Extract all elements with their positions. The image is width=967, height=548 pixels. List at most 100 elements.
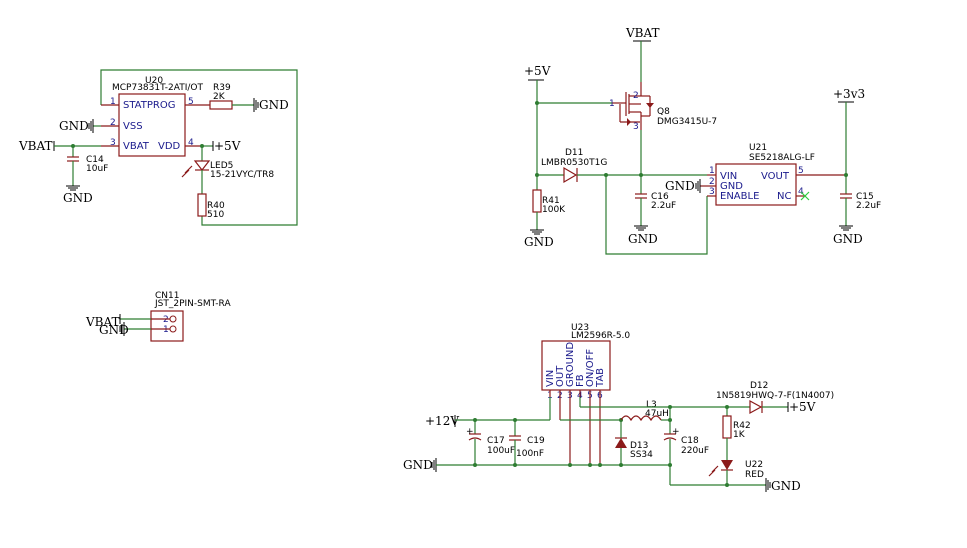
u20-n1: 1 bbox=[110, 97, 116, 107]
r39-ref: R39 bbox=[213, 83, 231, 93]
u23-pin-label: TAB bbox=[595, 368, 606, 388]
r42-ref: R42 bbox=[733, 421, 751, 431]
c17-val: 100uF bbox=[487, 446, 515, 456]
r41-body[interactable] bbox=[532, 189, 542, 213]
u20-n2: 2 bbox=[110, 118, 116, 128]
q8-n2: 2 bbox=[633, 91, 639, 101]
d13-ref: D13 bbox=[630, 441, 648, 451]
q8-part: DMG3415U-7 bbox=[657, 117, 717, 127]
u23-pin-label: OUT bbox=[555, 365, 566, 387]
u23-pin-label: VIN bbox=[545, 370, 556, 387]
c14-val: 10uF bbox=[86, 164, 108, 174]
u21-pin-vin: VIN bbox=[720, 171, 737, 182]
c19-ref: C19 bbox=[527, 436, 545, 446]
r40-ref: R40 bbox=[207, 201, 225, 211]
gnd-label-connector: GND bbox=[99, 323, 129, 337]
u23-pin-label: GROUND bbox=[565, 342, 576, 387]
u23-part: LM2596R-5.0 bbox=[571, 331, 630, 341]
p5v-label-3v3: +5V bbox=[524, 64, 551, 78]
gnd-label-c15: GND bbox=[833, 232, 863, 246]
u21-ref: U21 bbox=[749, 143, 767, 153]
cn11-ref: CN11 bbox=[155, 291, 179, 301]
p5v-label-charger: +5V bbox=[214, 139, 241, 153]
u20-pin-vdd: VDD bbox=[158, 141, 181, 152]
connector-section: CN11 JST_2PIN-SMT-RA 2 1 VBAT GND bbox=[85, 291, 231, 342]
c15-val: 2.2uF bbox=[856, 201, 881, 211]
u20-n5: 5 bbox=[188, 97, 194, 107]
cn11-part: JST_2PIN-SMT-RA bbox=[154, 299, 231, 309]
u21-n5: 5 bbox=[798, 166, 804, 176]
c16-val: 2.2uF bbox=[651, 201, 676, 211]
u23-ref: U23 bbox=[571, 323, 589, 333]
r41-ref: R41 bbox=[542, 196, 560, 206]
l3-ref: L3 bbox=[646, 400, 657, 410]
u20-pin-vbat: VBAT bbox=[123, 141, 150, 152]
d11-body[interactable] bbox=[563, 166, 578, 184]
r42-val: 1K bbox=[733, 430, 746, 440]
r42-body[interactable] bbox=[722, 415, 732, 439]
d12-ref: D12 bbox=[750, 381, 768, 391]
r39-body[interactable] bbox=[209, 100, 233, 110]
q8-n3: 3 bbox=[633, 122, 639, 132]
u21-body[interactable] bbox=[715, 163, 797, 206]
cn11-n2: 2 bbox=[163, 315, 169, 325]
r40-body[interactable] bbox=[197, 193, 207, 217]
u21-n3: 3 bbox=[709, 187, 715, 197]
d13-body[interactable] bbox=[615, 438, 627, 448]
d13-val: SS34 bbox=[630, 450, 653, 460]
l3-val: 47uH bbox=[645, 409, 669, 419]
c16-ref: C16 bbox=[651, 192, 669, 202]
u21-pin-vout: VOUT bbox=[761, 171, 790, 182]
vbat-label-q8: VBAT bbox=[625, 26, 660, 40]
u23-pin-label: ON/OFF bbox=[585, 349, 596, 387]
u21-pin-nc: NC bbox=[777, 191, 791, 202]
u22-val: RED bbox=[745, 470, 764, 480]
gnd-label-u21: GND bbox=[665, 179, 695, 193]
p3v3-label: +3v3 bbox=[833, 87, 865, 101]
c15-ref: C15 bbox=[856, 192, 874, 202]
u22-led-body[interactable] bbox=[721, 460, 733, 470]
led5-val: 15-21VYC/TR8 bbox=[210, 170, 274, 180]
gnd-label-c16: GND bbox=[628, 232, 658, 246]
u23-pin-label: FB bbox=[575, 374, 586, 387]
u20-body[interactable] bbox=[118, 93, 186, 157]
p12v-label: +12V bbox=[425, 414, 459, 428]
u23-body[interactable] bbox=[541, 340, 611, 391]
cn11-n1: 1 bbox=[163, 325, 169, 335]
gnd-label-r39: GND bbox=[259, 98, 289, 112]
d11-ref: D11 bbox=[565, 148, 583, 158]
r40-val: 510 bbox=[207, 210, 224, 220]
c17-plus: + bbox=[466, 427, 474, 437]
gnd-label-c14: GND bbox=[63, 191, 93, 205]
charger-section: U20 MCP73831T-2ATI/OT STATPROG VSS VBAT … bbox=[18, 69, 298, 226]
u21-part: SE5218ALG-LF bbox=[749, 153, 815, 163]
vbat-label-charger: VBAT bbox=[18, 139, 53, 153]
cn11-body[interactable] bbox=[150, 310, 184, 342]
u21-n2: 2 bbox=[709, 177, 715, 187]
c18-ref: C18 bbox=[681, 436, 699, 446]
q8-mosfet[interactable] bbox=[619, 82, 654, 130]
u20-ref: U20 bbox=[145, 76, 163, 86]
u20-pin-vss: VSS bbox=[123, 121, 143, 132]
d12-body[interactable] bbox=[749, 399, 763, 415]
q8-ref: Q8 bbox=[657, 107, 670, 117]
led5-body[interactable] bbox=[193, 160, 211, 171]
u21-pin-enable: ENABLE bbox=[720, 191, 759, 202]
u20-n3: 3 bbox=[110, 138, 116, 148]
u20-pin-statprog: STATPROG bbox=[123, 100, 175, 111]
u22-ref: U22 bbox=[745, 460, 763, 470]
c19-val: 100nF bbox=[516, 449, 544, 459]
led5-ref: LED5 bbox=[210, 161, 233, 171]
c18-val: 220uF bbox=[681, 446, 709, 456]
u21-pin-gnd: GND bbox=[720, 181, 743, 192]
d12-part: 1N5819HWQ-7-F(1N4007) bbox=[716, 391, 834, 401]
u20-part: MCP73831T-2ATI/OT bbox=[112, 83, 203, 93]
gnd-label-buck: GND bbox=[403, 458, 433, 472]
r41-val: 100K bbox=[542, 205, 566, 215]
d11-part: LMBR0530T1G bbox=[541, 158, 607, 168]
l3-body[interactable] bbox=[620, 415, 662, 422]
c14-ref: C14 bbox=[86, 155, 104, 165]
r39-val: 2K bbox=[213, 92, 226, 102]
c17-ref: C17 bbox=[487, 436, 505, 446]
